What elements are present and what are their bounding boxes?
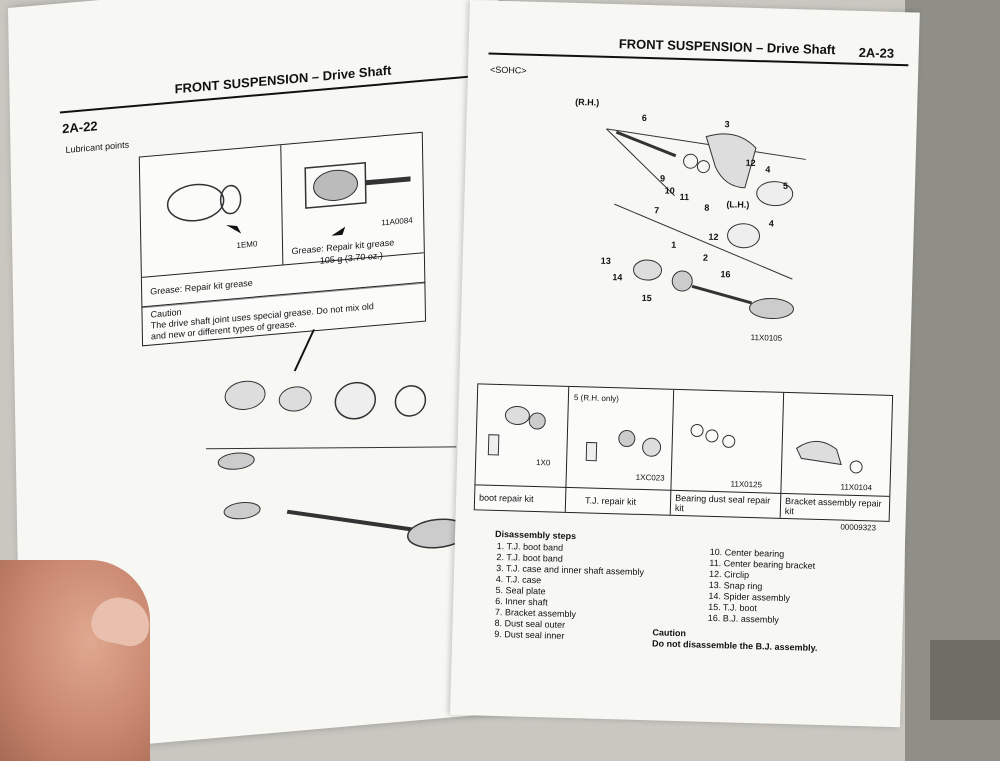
right-caution-title: Caution (652, 627, 687, 639)
callout-12-lh: 12 (708, 231, 719, 243)
callout-10: 10 (664, 185, 675, 196)
callout-9: 9 (659, 173, 666, 184)
lubricant-illustration (141, 145, 424, 278)
callout-11: 11 (679, 191, 690, 203)
callout-16: 16 (720, 269, 731, 280)
hand-holding-book (0, 560, 150, 761)
callout-7: 7 (654, 205, 660, 216)
callout-2: 2 (702, 252, 709, 263)
disassembly-steps-title: Disassembly steps (494, 528, 577, 542)
boot-kit-label: boot repair kit (478, 492, 534, 504)
repair-kit-illustrations (487, 405, 863, 474)
callout-1: 1 (671, 239, 677, 250)
tj-kit-note: 5 (R.H. only) (573, 393, 619, 404)
callout-14: 14 (612, 272, 623, 283)
right-page-number: 2A-23 (858, 44, 895, 61)
lubricant-figure: 11A0084 1EM0 Grease: Repair kit grease G… (138, 131, 426, 309)
callout-15: 15 (641, 292, 652, 304)
figure-code-1em0: 1EM0 (236, 239, 258, 251)
tj-kit-label: T.J. repair kit (584, 495, 637, 507)
table-code: 00009323 (840, 522, 877, 533)
right-caution-text: Do not disassemble the B.J. assembly. (651, 638, 818, 653)
step-16: 16. B.J. assembly (707, 612, 779, 625)
diagram-code: 11X0105 (750, 332, 783, 343)
bearing-kit-label: Bearing dust seal repair kit (674, 492, 771, 514)
exploded-drive-shaft-diagram (606, 128, 806, 320)
lubricant-points-title: Lubricant points (65, 139, 130, 155)
callout-3: 3 (724, 119, 730, 130)
bracket-kit-label: Bracket assembly repair kit (784, 495, 882, 517)
boot-kit-code: 1X0 (535, 458, 551, 468)
disassembly-steps-right: 10. Center bearing 11. Center bearing br… (708, 547, 816, 627)
background-binder-edge (930, 640, 1000, 720)
callout-6: 6 (641, 112, 647, 123)
bracket-kit-code: 11X0104 (840, 482, 873, 493)
callout-5: 5 (782, 180, 789, 191)
background-binder (905, 0, 1000, 761)
right-header-rule (488, 52, 909, 67)
callout-12-rh: 12 (745, 157, 756, 169)
callout-4-rh: 4 (765, 164, 771, 175)
repair-kit-table: 5 (R.H. only) 1X0 1XC023 11X0125 11X0104… (473, 383, 894, 522)
bearing-kit-code: 11X0125 (730, 479, 763, 490)
callout-8: 8 (704, 202, 710, 213)
tj-kit-code: 1XC023 (635, 472, 665, 483)
right-page: FRONT SUSPENSION – Drive Shaft 2A-23 <SO… (450, 0, 920, 728)
callout-13: 13 (600, 255, 611, 267)
right-page-header: FRONT SUSPENSION – Drive Shaft (618, 36, 836, 58)
engine-label: <SOHC> (489, 64, 527, 76)
left-page-number: 2A-22 (62, 118, 98, 137)
disassembly-steps-left: 1. T.J. boot band 2. T.J. boot band 3. T… (494, 541, 645, 644)
callout-4-lh: 4 (768, 218, 775, 229)
